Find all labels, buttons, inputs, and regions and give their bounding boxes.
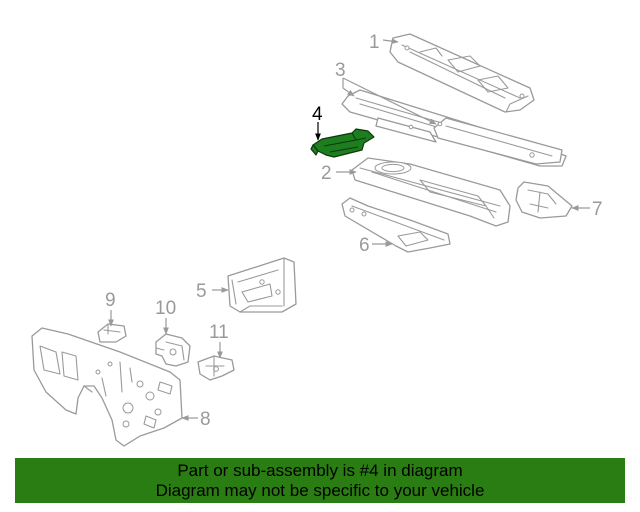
part-7-side-bracket [515,181,573,219]
banner-line-1: Part or sub-assembly is #4 in diagram [177,461,463,480]
callout-5: 5 [196,281,207,302]
callout-6: 6 [359,235,370,256]
part-6-lower-bracket [341,197,451,253]
part-5-mounting-plate [227,257,297,313]
part-10-bracket [155,333,191,367]
part-8-dash-panel [31,327,183,447]
part-4-highlighted-bracket [310,128,375,158]
banner-line-2: Diagram may not be specific to your vehi… [155,481,485,500]
part-2-plenum-panel [351,157,511,227]
callout-8: 8 [200,409,211,430]
callout-11: 11 [209,322,229,343]
parts-diagram: 1 2 3 4 5 6 7 8 9 10 11 [31,32,603,447]
callout-3: 3 [335,60,346,81]
part-1-cowl-upper-panel [389,33,535,113]
part-9-clip [97,323,127,343]
info-banner: Part or sub-assembly is #4 in diagram Di… [15,458,625,503]
callout-7: 7 [592,199,603,220]
callout-4: 4 [312,104,323,125]
part-11-small-bracket [197,355,235,381]
part-3-cowl-lower-panel [341,89,567,167]
callout-1: 1 [369,32,380,53]
callout-2: 2 [321,163,332,184]
leader-lines [108,38,590,421]
callout-9: 9 [105,290,116,311]
callout-10: 10 [155,298,176,319]
